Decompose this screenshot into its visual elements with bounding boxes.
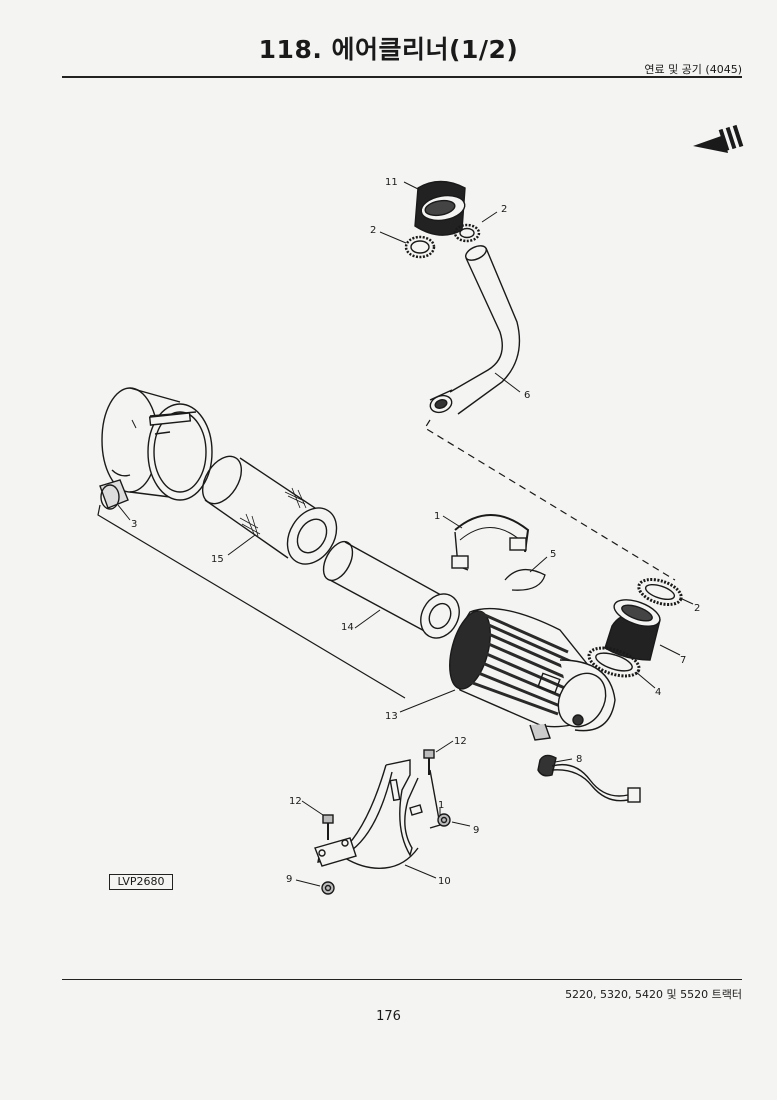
page-title: 118. 에어클리너(1/2) bbox=[258, 35, 519, 64]
part-15-primary-filter-element bbox=[201, 455, 338, 565]
callout-3: 3 bbox=[131, 519, 137, 530]
callout-14: 14 bbox=[341, 622, 354, 633]
callout-2: 2 bbox=[370, 225, 376, 236]
section-label: 연료 및 공기 (4045) bbox=[644, 63, 742, 76]
front-direction-arrow-icon bbox=[693, 124, 744, 153]
part-12-bolt-upper bbox=[423, 749, 435, 775]
part-14-secondary-filter-element bbox=[322, 540, 460, 639]
callout-9: 9 bbox=[473, 825, 479, 836]
part-5-retaining-ring bbox=[504, 568, 546, 591]
part-4-hose-clamp bbox=[587, 646, 641, 678]
callout-labels: 11 2 2 6 3 15 1 5 14 2 7 4 13 12 8 12 1 … bbox=[131, 177, 700, 887]
callout-2: 2 bbox=[501, 204, 507, 215]
callout-9: 9 bbox=[286, 874, 292, 885]
callout-1: 1 bbox=[438, 800, 444, 811]
part-8-restriction-sensor bbox=[537, 754, 641, 803]
part-1-band-clamp bbox=[451, 514, 530, 571]
part-3-dust-valve bbox=[99, 479, 129, 510]
leader-lines bbox=[117, 181, 694, 887]
part-2-hose-clamp-upper-left bbox=[404, 235, 436, 259]
part-9-nut-bottom bbox=[321, 881, 335, 895]
callout-5: 5 bbox=[550, 549, 556, 560]
air-cleaner-cover bbox=[101, 387, 213, 501]
part-7-intake-hose bbox=[604, 599, 661, 661]
callout-13: 13 bbox=[385, 711, 398, 722]
part-9-nut-right bbox=[437, 813, 451, 827]
callout-11: 11 bbox=[385, 177, 398, 188]
callout-10: 10 bbox=[438, 876, 451, 887]
part-13-air-cleaner-body bbox=[449, 607, 616, 741]
footer-rule bbox=[62, 979, 742, 980]
callout-12: 12 bbox=[289, 796, 302, 807]
callout-2: 2 bbox=[694, 603, 700, 614]
callout-8: 8 bbox=[576, 754, 582, 765]
part-6-intake-pipe bbox=[429, 245, 521, 415]
callout-6: 6 bbox=[524, 390, 530, 401]
part-12-bolt-left bbox=[322, 814, 334, 840]
header-rule bbox=[62, 76, 742, 78]
callout-7: 7 bbox=[680, 655, 686, 666]
callout-1: 1 bbox=[434, 511, 440, 522]
part-10-mounting-bracket bbox=[314, 759, 441, 869]
page-number: 176 bbox=[376, 1009, 401, 1024]
callout-12: 12 bbox=[454, 736, 467, 747]
callout-4: 4 bbox=[655, 687, 661, 698]
footer-model-list: 5220, 5320, 5420 및 5520 트랙터 bbox=[565, 988, 742, 1001]
part-2-hose-clamp-upper-right bbox=[453, 223, 481, 243]
figure-code: LVP2680 bbox=[109, 874, 173, 890]
callout-15: 15 bbox=[211, 554, 224, 565]
